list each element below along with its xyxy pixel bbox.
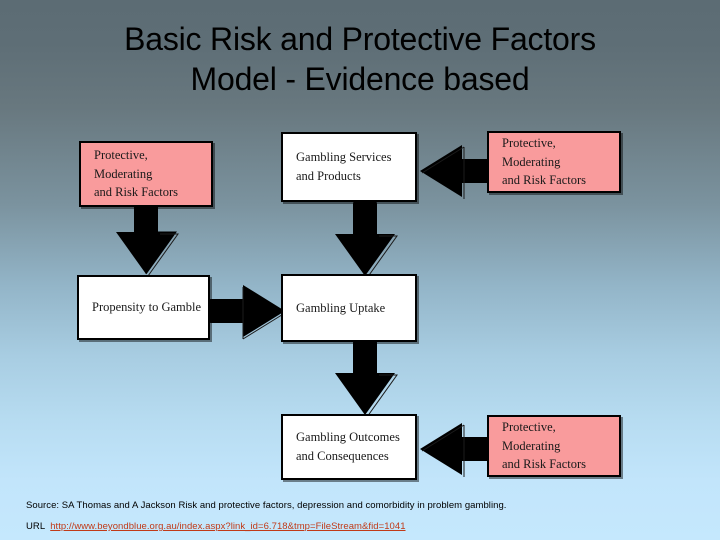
url-label: URL	[26, 521, 45, 532]
node-label-line-1: Gambling Outcomes	[296, 430, 400, 445]
node-label-line-2: and Risk Factors	[502, 173, 587, 188]
node-protective-factors-bottom-right[interactable]: Protective, Moderating and Risk Factors	[487, 415, 621, 477]
source-url-line: URL http://www.beyondblue.org.au/index.a…	[26, 521, 406, 532]
arrow-left-protective-to-services	[418, 143, 498, 199]
node-label-line-1: Protective, Moderating	[502, 419, 561, 453]
node-protective-factors-top-right[interactable]: Protective, Moderating and Risk Factors	[487, 131, 621, 193]
arrow-down-uptake-to-outcomes	[329, 339, 401, 418]
node-label-line-1: Gambling Uptake	[296, 300, 386, 315]
source-url-link[interactable]: http://www.beyondblue.org.au/index.aspx?…	[50, 521, 406, 532]
node-gambling-services-and-products[interactable]: Gambling Services and Products	[281, 132, 417, 202]
node-label-line-2: and Products	[296, 169, 361, 183]
node-label-line-1: Protective, Moderating	[94, 147, 153, 181]
node-propensity-to-gamble[interactable]: Propensity to Gamble	[77, 275, 210, 340]
source-text: Source: SA Thomas and A Jackson Risk and…	[26, 500, 507, 511]
node-label-line-2: and Risk Factors	[94, 185, 179, 200]
title-line-2: Model - Evidence based	[190, 60, 530, 97]
node-label-line-1: Gambling Services	[296, 150, 392, 165]
arrow-right-propensity-to-uptake	[207, 283, 287, 340]
node-label-line-1: Protective, Moderating	[502, 135, 561, 169]
source-citation: Source: SA Thomas and A Jackson Risk and…	[26, 500, 506, 511]
node-label-line-2: and Risk Factors	[502, 457, 587, 472]
page-title: Basic Risk and Protective Factors Model …	[0, 20, 720, 99]
node-protective-factors-top-left[interactable]: Protective, Moderating and Risk Factors	[79, 141, 213, 207]
node-gambling-uptake[interactable]: Gambling Uptake	[281, 274, 417, 342]
node-gambling-outcomes-and-consequences[interactable]: Gambling Outcomes and Consequences	[281, 414, 417, 480]
title-line-1: Basic Risk and Protective Factors	[124, 21, 596, 57]
node-label-line-1: Propensity to Gamble	[92, 300, 202, 315]
arrow-down-protective-to-propensity	[110, 198, 182, 277]
node-label-line-2: and Consequences	[296, 449, 389, 463]
arrow-left-protective-to-outcomes	[418, 421, 498, 477]
arrow-down-services-to-uptake	[329, 200, 401, 279]
